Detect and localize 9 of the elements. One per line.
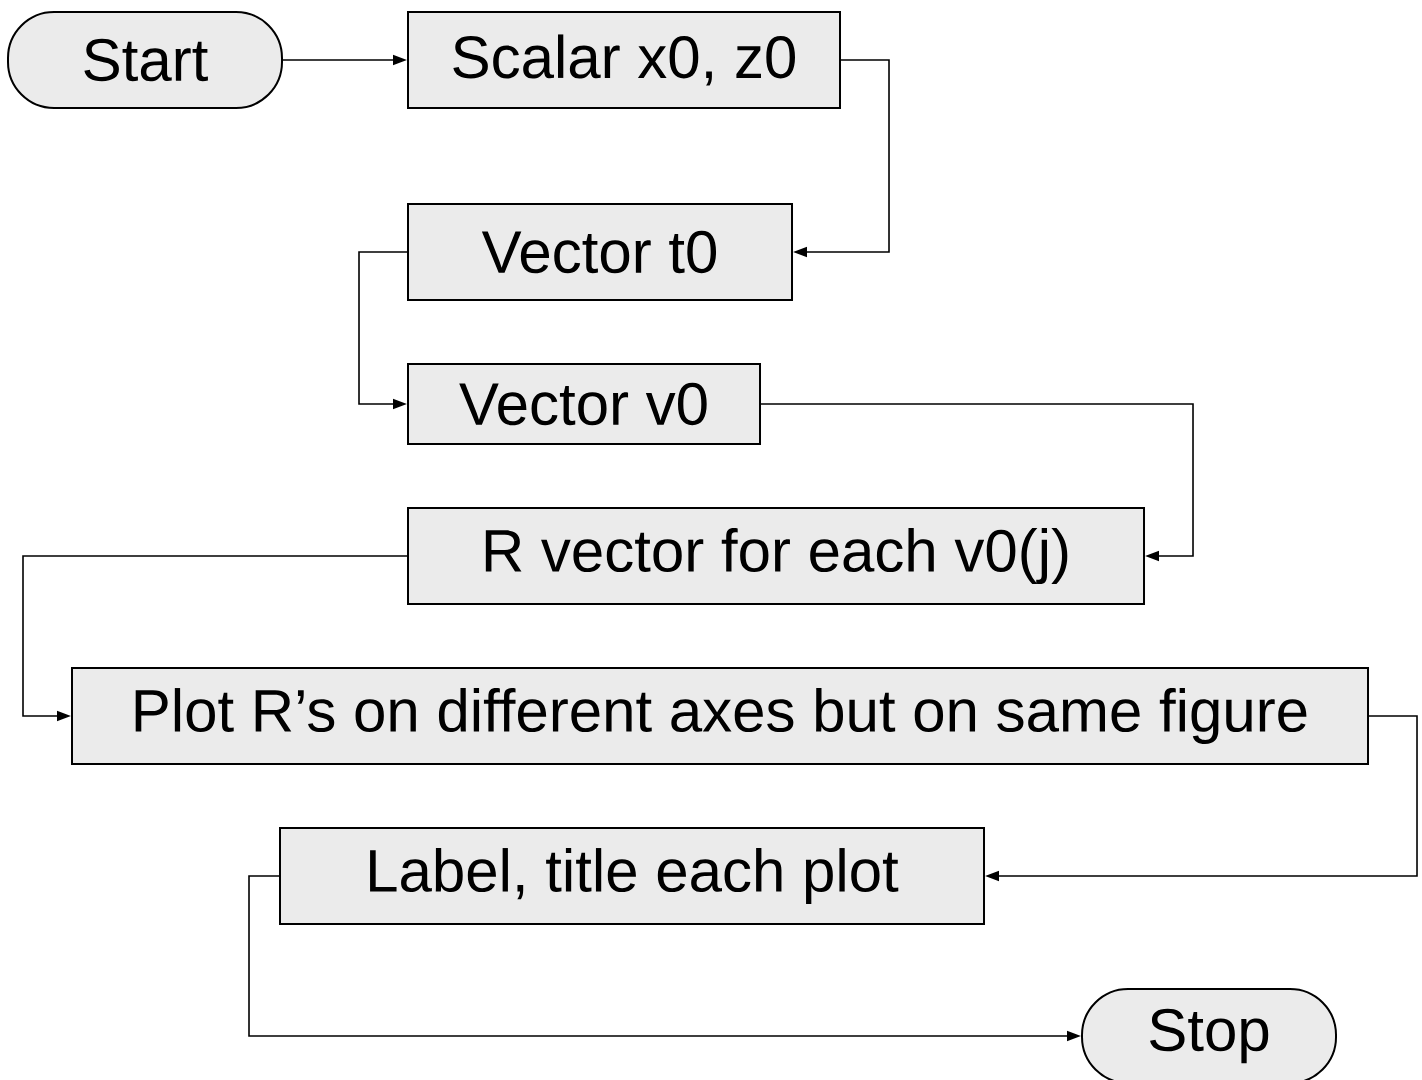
arrow: [760, 403, 1194, 562]
terminal-box: Start: [7, 11, 283, 109]
process-box: Vector t0: [407, 203, 793, 301]
terminal-box: Stop: [1081, 988, 1337, 1080]
process-box: Plot R’s on different axes but on same figure: [71, 667, 1369, 765]
process-box: R vector for each v0(j): [407, 507, 1145, 605]
process-box: Label, title each plot: [279, 827, 985, 925]
process-box: Vector v0: [407, 363, 761, 445]
process-box: Scalar x0, z0: [407, 11, 841, 109]
